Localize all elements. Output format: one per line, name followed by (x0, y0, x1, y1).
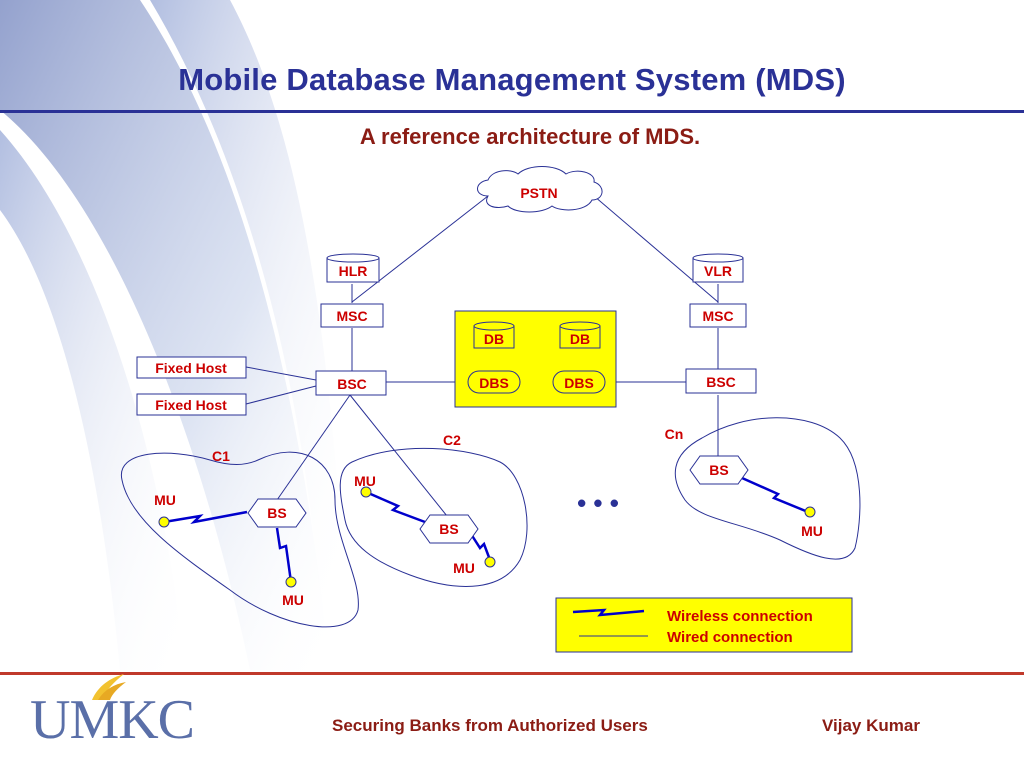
footer-author: Vijay Kumar (822, 716, 920, 735)
fixed-host-2-label: Fixed Host (155, 397, 227, 413)
footer-title: Securing Banks from Authorized Users (332, 716, 648, 735)
link-bsc-bs-c2 (349, 394, 448, 517)
wireless-c1-bottom (275, 527, 293, 583)
db-1-label: DB (484, 331, 504, 347)
umkc-flame-icon (92, 674, 126, 700)
bsc-left-box: BSC (315, 370, 387, 396)
more-cells-ellipsis: • • • (577, 488, 619, 518)
mu-cn-label: MU (801, 523, 823, 539)
bs-cn-label: BS (709, 462, 728, 478)
cell-c1-label: C1 (212, 448, 230, 464)
msc-left-label: MSC (336, 308, 367, 324)
bs-c1-node: BS (247, 498, 307, 528)
cell-c1-outline (120, 451, 359, 628)
wireless-links (163, 476, 809, 583)
wireless-cn (741, 476, 809, 514)
page-title: Mobile Database Management System (MDS) (178, 62, 846, 97)
legend-box: Wireless connection Wired connection (555, 597, 853, 653)
cell-c2-outline (339, 447, 528, 587)
cells (120, 417, 861, 628)
link-bsc-bs-c1 (276, 394, 351, 501)
mu-c1-bottom-label: MU (282, 592, 304, 608)
db-2-cylinder: DB (559, 321, 601, 349)
cell-cn-outline (674, 417, 861, 560)
link-fixedhost2-bsc (245, 385, 317, 405)
page-subtitle: A reference architecture of MDS. (359, 124, 701, 149)
wireless-c1-left (163, 510, 248, 524)
bs-c2-node: BS (419, 514, 479, 544)
vlr-database: VLR (692, 253, 744, 283)
wireless-c2-top (365, 490, 426, 524)
mu-cn-dot (804, 506, 816, 518)
mu-c2-top-label: MU (354, 473, 376, 489)
bsc-right-box: BSC (685, 368, 757, 394)
bsc-right-label: BSC (706, 374, 736, 390)
mu-c2-top-dot (360, 486, 372, 498)
fixed-host-1-box: Fixed Host (136, 356, 247, 379)
header-divider (0, 110, 1024, 113)
cell-cn-label: Cn (665, 426, 684, 442)
dbs-2-label: DBS (564, 375, 594, 391)
vlr-label: VLR (704, 263, 732, 279)
mu-c1-left-dot (158, 516, 170, 528)
fixed-host-1-label: Fixed Host (155, 360, 227, 376)
db-cluster: DB DB DBS DBS (454, 310, 617, 408)
wired-links (245, 195, 719, 517)
hlr-database: HLR (326, 253, 380, 283)
hlr-label: HLR (339, 263, 368, 279)
mu-c2-bottom-dot (484, 556, 496, 568)
dbs-2-node: DBS (552, 370, 606, 394)
dbs-1-label: DBS (479, 375, 509, 391)
bs-c2-label: BS (439, 521, 458, 537)
bsc-left-label: BSC (337, 376, 367, 392)
footer-divider (0, 672, 1024, 675)
legend-wireless-label: Wireless connection (667, 608, 813, 625)
umkc-logo: UMKC (30, 689, 195, 751)
legend-wireless-swatch (572, 608, 645, 617)
msc-right-label: MSC (702, 308, 733, 324)
mu-c2-bottom-label: MU (453, 560, 475, 576)
legend-wired-label: Wired connection (667, 629, 793, 646)
mu-c1-bottom-dot (285, 576, 297, 588)
db-1-cylinder: DB (473, 321, 515, 349)
msc-left-box: MSC (320, 303, 384, 328)
wireless-c2-bottom (469, 533, 492, 561)
link-pstn-msc-right (593, 195, 719, 303)
pstn-cloud: PSTN (477, 166, 603, 213)
mu-c1-left-label: MU (154, 492, 176, 508)
dbs-1-node: DBS (467, 370, 521, 394)
msc-right-box: MSC (689, 303, 747, 328)
mobile-units (158, 486, 816, 588)
fixed-host-2-box: Fixed Host (136, 393, 247, 416)
cell-c2-label: C2 (443, 432, 461, 448)
link-pstn-msc-left (351, 195, 489, 303)
db-2-label: DB (570, 331, 590, 347)
bs-cn-node: BS (689, 455, 749, 485)
bs-c1-label: BS (267, 505, 286, 521)
link-fixedhost1-bsc (245, 366, 317, 381)
pstn-label: PSTN (520, 185, 557, 201)
